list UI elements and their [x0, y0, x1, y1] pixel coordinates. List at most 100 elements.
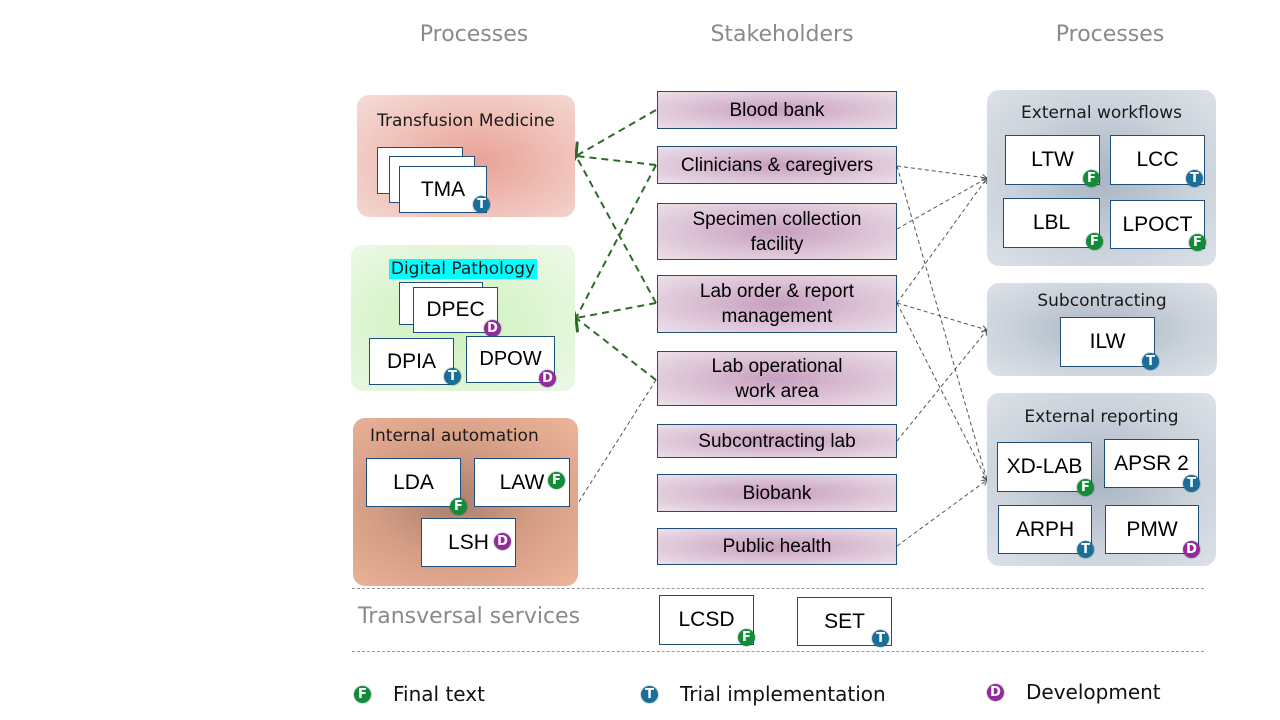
group-title: External reporting: [1024, 407, 1179, 427]
process-lpoct[interactable]: LPOCT F: [1110, 200, 1206, 251]
legend-development: D Development: [987, 680, 1161, 704]
group-title: Subcontracting: [1037, 291, 1167, 311]
link-laborder-extworkflows: [896, 177, 988, 304]
process-label: APSR 2: [1114, 451, 1189, 475]
link-bloodbank-transfusion: [561, 109, 657, 170]
process-label: LBL: [1032, 211, 1071, 234]
stakeholder-lab-operational-work-area[interactable]: Lab operational work area: [657, 351, 897, 406]
process-lcsd[interactable]: LCSD F: [659, 595, 755, 646]
process-law[interactable]: LAW F: [474, 458, 570, 507]
status-final-icon: F: [1086, 233, 1103, 250]
group-title: Transfusion Medicine: [377, 111, 555, 131]
process-label: LAW: [499, 470, 545, 494]
process-label: ILW: [1089, 330, 1126, 353]
process-label: DPEC: [426, 298, 485, 321]
status-trial-icon: T: [444, 368, 461, 385]
process-lbl[interactable]: LBL F: [1003, 198, 1103, 250]
status-trial-icon: T: [1183, 475, 1200, 492]
process-arph[interactable]: ARPH T: [998, 505, 1094, 558]
status-trial-icon: T: [872, 630, 889, 647]
stakeholder-public-health[interactable]: Public health: [657, 528, 897, 565]
stakeholder-lab-order-report-management[interactable]: Lab order & report management: [657, 275, 897, 333]
legend-label: Final text: [393, 682, 485, 706]
process-label: PMW: [1126, 517, 1178, 541]
group-title: External workflows: [1021, 103, 1182, 123]
process-label: LDA: [393, 470, 434, 494]
status-development-icon: D: [494, 533, 511, 550]
process-lcc[interactable]: LCC T: [1110, 135, 1205, 187]
status-final-icon: F: [450, 498, 467, 515]
stakeholder-specimen-collection-facility[interactable]: Specimen collection facility: [657, 203, 897, 260]
process-label: LCSD: [678, 608, 735, 631]
stakeholder-blood-bank[interactable]: Blood bank: [657, 91, 897, 129]
process-label: LPOCT: [1122, 212, 1193, 236]
link-specimen-extworkflows: [896, 177, 988, 230]
link-laborder-subcontracting: [896, 302, 988, 332]
transversal-services-title: Transversal services: [358, 604, 581, 629]
process-apsr2[interactable]: APSR 2 T: [1104, 439, 1200, 492]
process-set[interactable]: SET T: [797, 597, 892, 647]
process-lda[interactable]: LDA F: [366, 458, 467, 515]
legend-label: Development: [1026, 680, 1161, 704]
legend-trial: T Trial implementation: [641, 682, 886, 706]
status-trial-icon: T: [641, 685, 658, 703]
status-final-icon: F: [354, 685, 371, 703]
status-trial-icon: T: [1142, 353, 1159, 370]
link-laborder-transfusion: [562, 141, 657, 304]
group-transfusion-medicine: Transfusion Medicine TMA T: [357, 95, 575, 217]
process-label: SET: [824, 609, 865, 633]
group-title: Digital Pathology: [388, 259, 538, 279]
divider-top: [352, 588, 1204, 589]
process-label: LSH: [448, 530, 489, 554]
divider-bottom: [352, 651, 1204, 652]
status-final-icon: F: [548, 472, 565, 489]
process-dpow[interactable]: DPOW D: [466, 336, 556, 387]
header-right-processes: Processes: [1055, 22, 1165, 47]
process-dpia[interactable]: DPIA T: [369, 338, 461, 385]
status-development-icon: D: [484, 320, 501, 337]
status-development-icon: D: [987, 683, 1004, 701]
process-tma[interactable]: TMA T: [399, 166, 490, 213]
status-trial-icon: T: [1077, 541, 1094, 558]
process-ltw[interactable]: LTW F: [1005, 135, 1100, 187]
legend-final: F Final text: [354, 682, 485, 706]
link-clinicians-digitalpath: [562, 164, 657, 333]
link-labops-digitalpath: [561, 303, 657, 381]
header-stakeholders: Stakeholders: [710, 22, 854, 47]
status-development-icon: D: [1183, 541, 1200, 558]
link-laborder-digitalpath: [562, 302, 657, 330]
process-xd-lab[interactable]: XD-LAB F: [997, 442, 1094, 496]
process-label: TMA: [420, 177, 466, 201]
link-clinicians-transfusion: [562, 145, 657, 166]
link-clinicians-extreporting: [896, 165, 989, 481]
status-development-icon: D: [539, 370, 556, 387]
link-subcontractinglab-subcontracting: [896, 329, 988, 442]
stakeholder-clinicians-caregivers[interactable]: Clinicians & caregivers: [657, 146, 897, 184]
link-clinicians-extworkflows: [896, 165, 988, 181]
status-trial-icon: T: [1186, 170, 1203, 187]
process-label: LCC: [1136, 148, 1179, 171]
process-ilw[interactable]: ILW T: [1060, 317, 1159, 370]
status-final-icon: F: [1083, 170, 1100, 187]
process-dpec[interactable]: DPEC D: [413, 287, 501, 337]
process-lsh[interactable]: LSH D: [421, 518, 516, 567]
process-pmw[interactable]: PMW D: [1105, 505, 1200, 558]
group-internal-automation: Internal automation LDA F LAW F LSH D: [353, 418, 578, 586]
link-labops-internal: [577, 379, 657, 504]
link-laborder-extreporting: [896, 302, 988, 481]
status-final-icon: F: [1077, 479, 1094, 496]
legend-label: Trial implementation: [680, 682, 886, 706]
process-label: LTW: [1031, 148, 1074, 171]
group-external-reporting: External reporting XD-LAB F APSR 2 T ARP…: [987, 393, 1216, 566]
group-external-workflows: External workflows LTW F LCC T LBL F LPO…: [987, 90, 1216, 266]
stakeholder-biobank[interactable]: Biobank: [657, 474, 897, 512]
link-publichealth-extreporting: [896, 479, 988, 547]
status-trial-icon: T: [473, 196, 490, 213]
stakeholder-subcontracting-lab[interactable]: Subcontracting lab: [657, 424, 897, 458]
group-subcontracting: Subcontracting ILW T: [987, 283, 1217, 376]
process-label: DPIA: [386, 349, 436, 373]
group-digital-pathology: Digital Pathology DPEC D DPIA T DPOW D: [351, 245, 575, 391]
process-label: XD-LAB: [1006, 455, 1083, 478]
header-left-processes: Processes: [419, 22, 529, 47]
status-final-icon: F: [1189, 234, 1206, 251]
